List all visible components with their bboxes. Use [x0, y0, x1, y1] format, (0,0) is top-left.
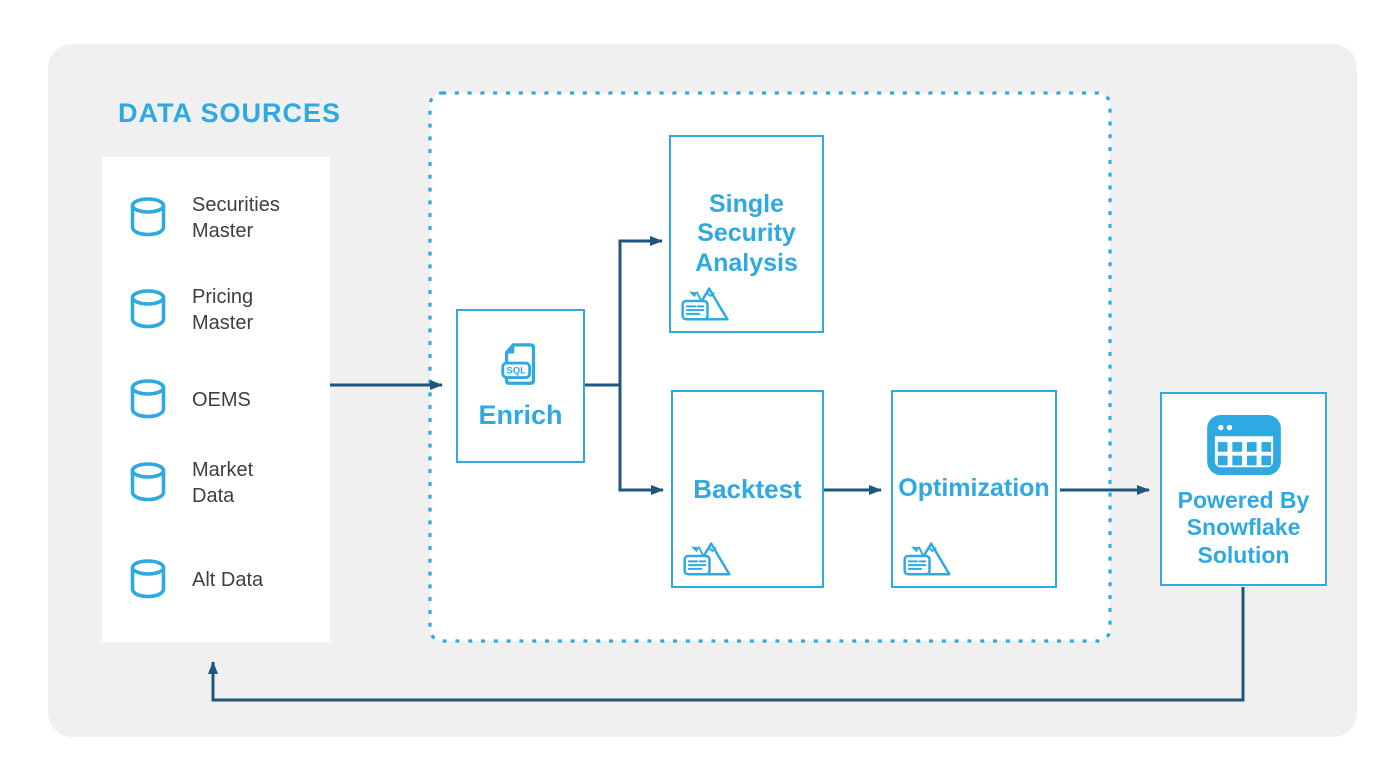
database-icon: [130, 289, 166, 329]
list-item: OEMS: [102, 378, 330, 422]
enrich-label: Enrich: [478, 399, 563, 430]
backtest-box: Backtest: [671, 390, 824, 588]
mountain-report-icon: [681, 287, 729, 321]
database-icon: [130, 379, 166, 419]
source-label: Securities Master: [192, 194, 280, 242]
mountain-report-icon: [903, 542, 951, 576]
database-icon: [130, 197, 166, 237]
backtest-label: Backtest: [693, 473, 802, 504]
list-item: Securities Master: [102, 190, 330, 246]
database-icon: [130, 462, 166, 502]
single-security-analysis-box: Single Security Analysis: [669, 135, 824, 333]
single-security-analysis-label: Single Security Analysis: [695, 189, 798, 277]
enrich-box: SQL Enrich: [456, 309, 585, 463]
list-item: Market Data: [102, 455, 330, 511]
sql-file-icon: SQL: [500, 342, 535, 385]
database-icon: [130, 559, 166, 599]
app-window-grid-icon: [1206, 415, 1281, 476]
source-label: Pricing Master: [192, 286, 254, 334]
data-sources-title: DATA SOURCES: [118, 98, 342, 128]
svg-text:SQL: SQL: [506, 365, 526, 376]
list-item: Pricing Master: [102, 282, 330, 338]
source-label: Alt Data: [192, 569, 264, 591]
data-sources-panel: Securities Master Pricing Master OEMS Ma…: [102, 157, 330, 642]
optimization-label: Optimization: [898, 474, 1050, 503]
source-label: OEMS: [192, 389, 251, 411]
powered-by-snowflake-solution-box: Powered By Snowflake Solution: [1160, 392, 1327, 586]
solution-label: Powered By Snowflake Solution: [1177, 487, 1310, 568]
mountain-report-icon: [683, 542, 731, 576]
optimization-box: Optimization: [891, 390, 1057, 588]
list-item: Alt Data: [102, 558, 330, 602]
source-label: Market Data: [192, 459, 254, 507]
